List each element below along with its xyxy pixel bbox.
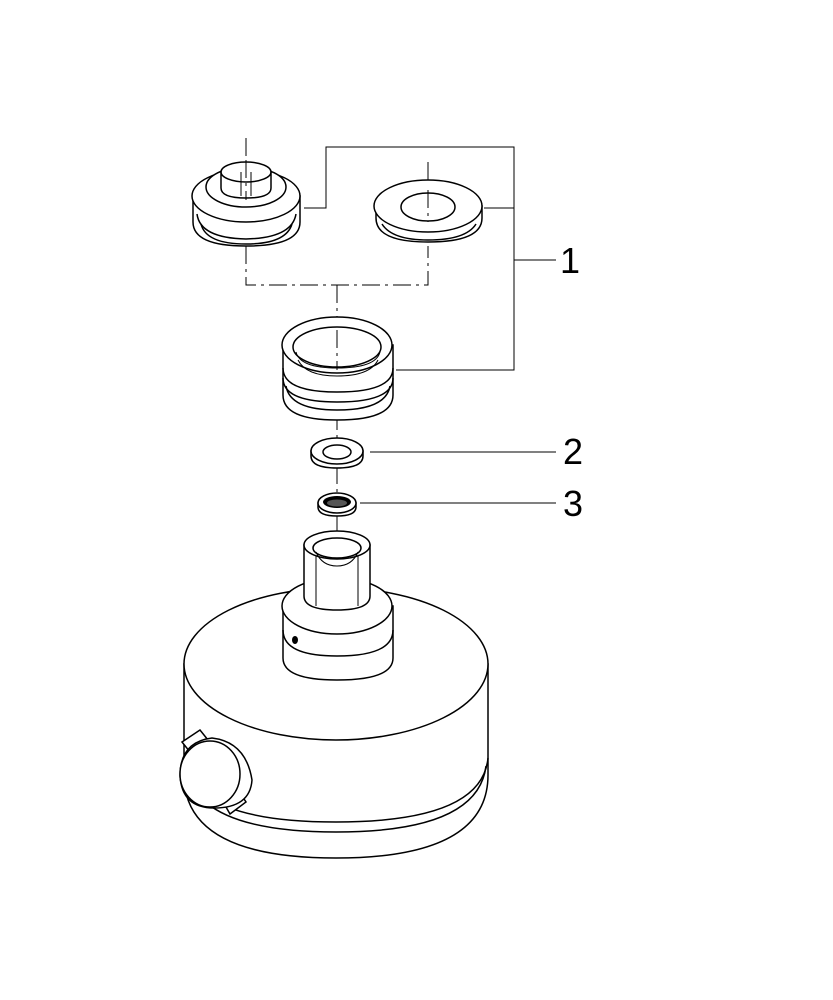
stepped-plug-part xyxy=(191,160,301,247)
leader-lines-part-1 xyxy=(304,146,556,371)
callout-number-1: 1 xyxy=(560,240,580,281)
ribbed-sleeve-part xyxy=(281,316,394,421)
callout-number-3: 3 xyxy=(563,483,583,524)
small-washer-part-2 xyxy=(310,437,364,469)
housing-body xyxy=(179,530,489,859)
callout-number-2: 2 xyxy=(563,431,583,472)
filter-ring-part-3 xyxy=(317,492,357,517)
washer-ring-part xyxy=(373,179,483,243)
